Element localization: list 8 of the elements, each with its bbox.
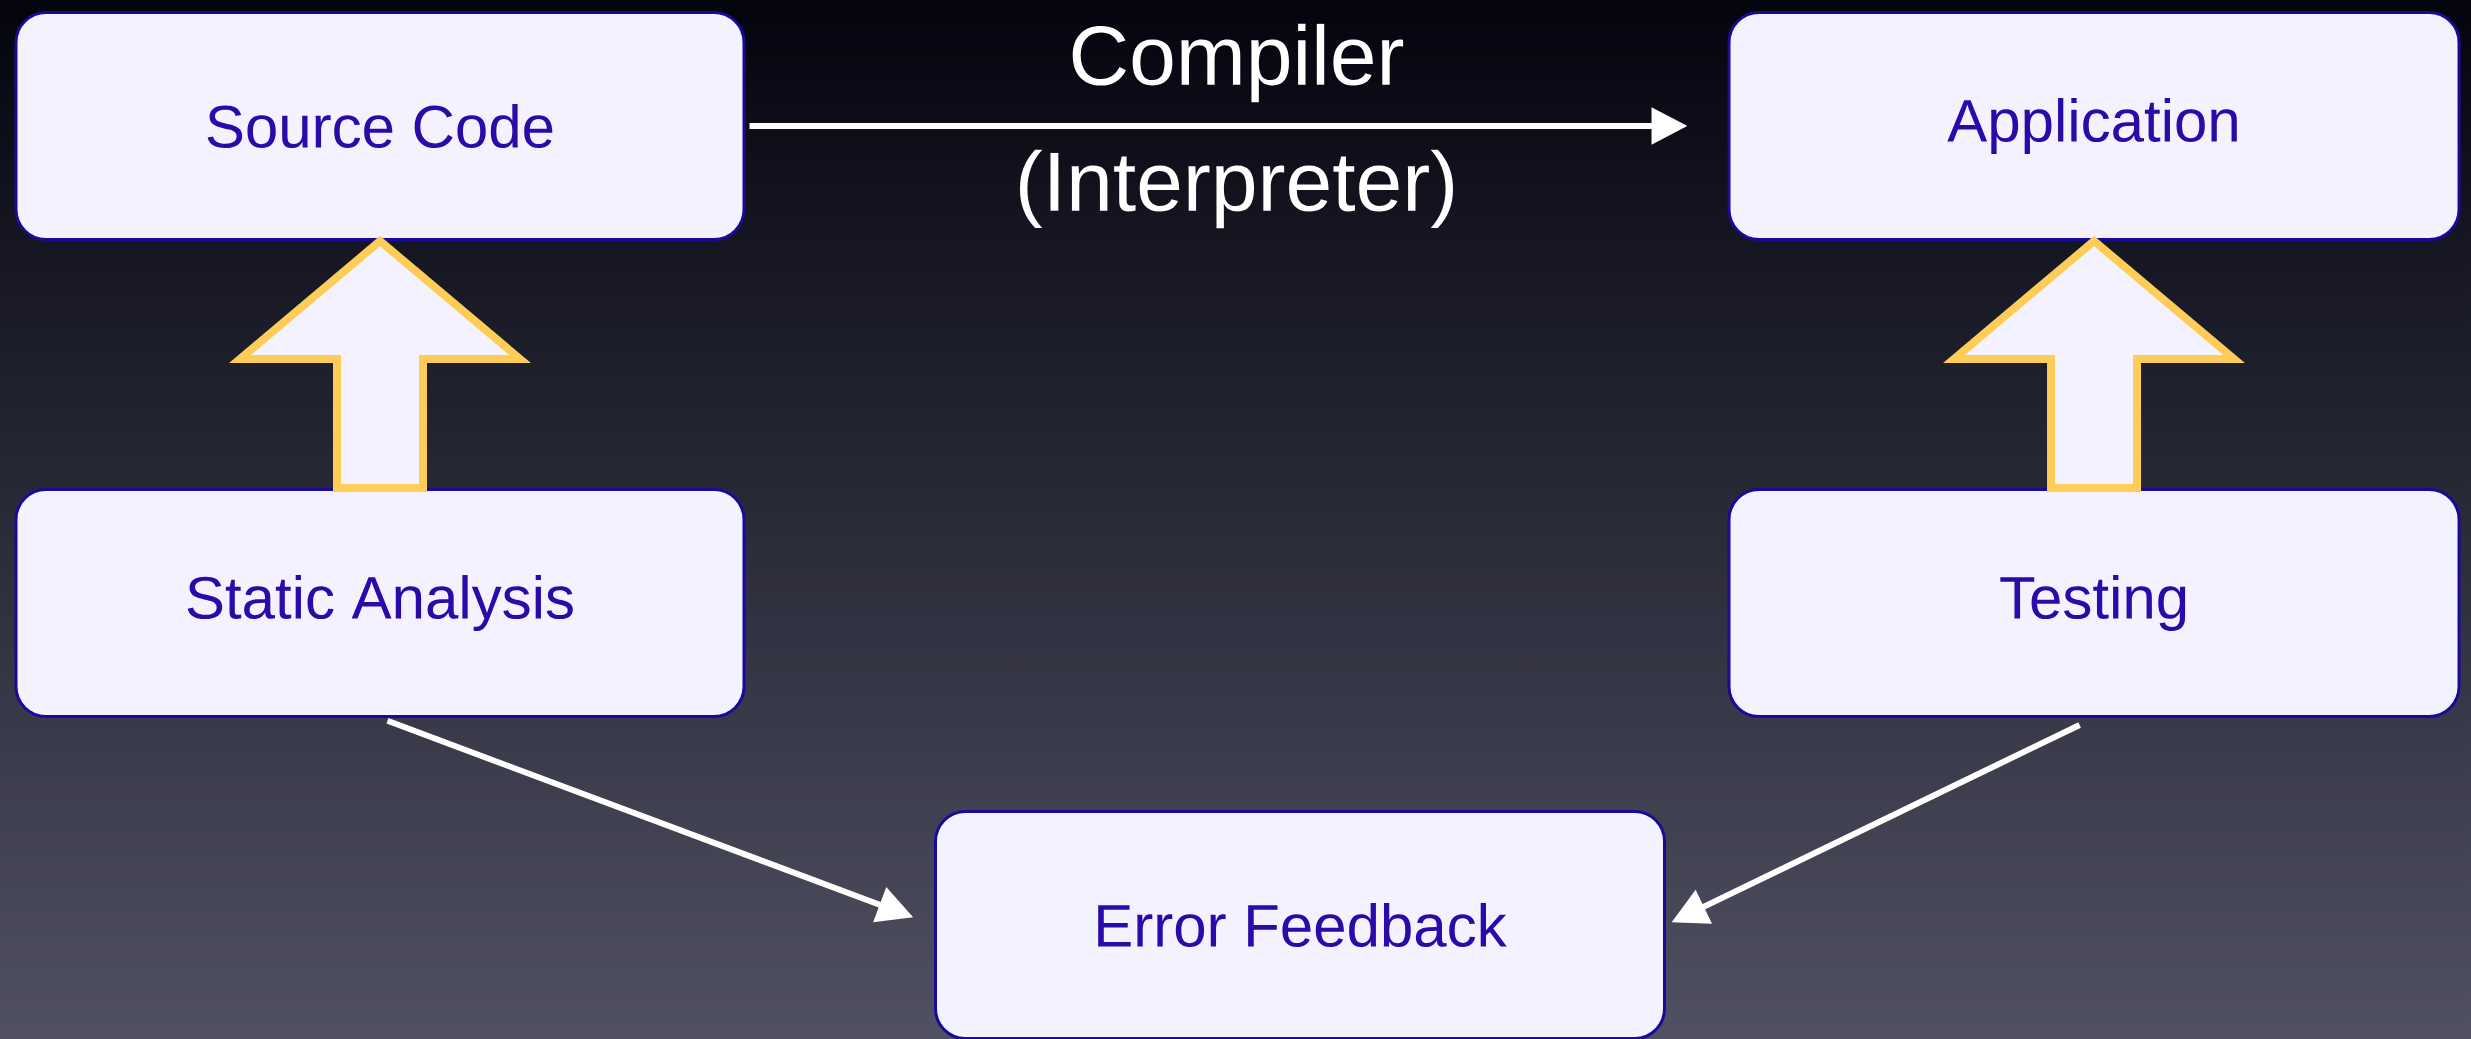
process-box: Application <box>1727 11 2461 241</box>
process-box: Static Analysis <box>14 488 746 718</box>
edge-label: Compiler (Interpreter) <box>1020 23 1453 229</box>
block-arrow <box>1943 235 2245 492</box>
block-arrow <box>229 235 531 492</box>
process-box: Source Code <box>14 11 746 241</box>
process-box: Error Feedback <box>934 810 1666 1039</box>
process-box: Testing <box>1727 488 2461 718</box>
